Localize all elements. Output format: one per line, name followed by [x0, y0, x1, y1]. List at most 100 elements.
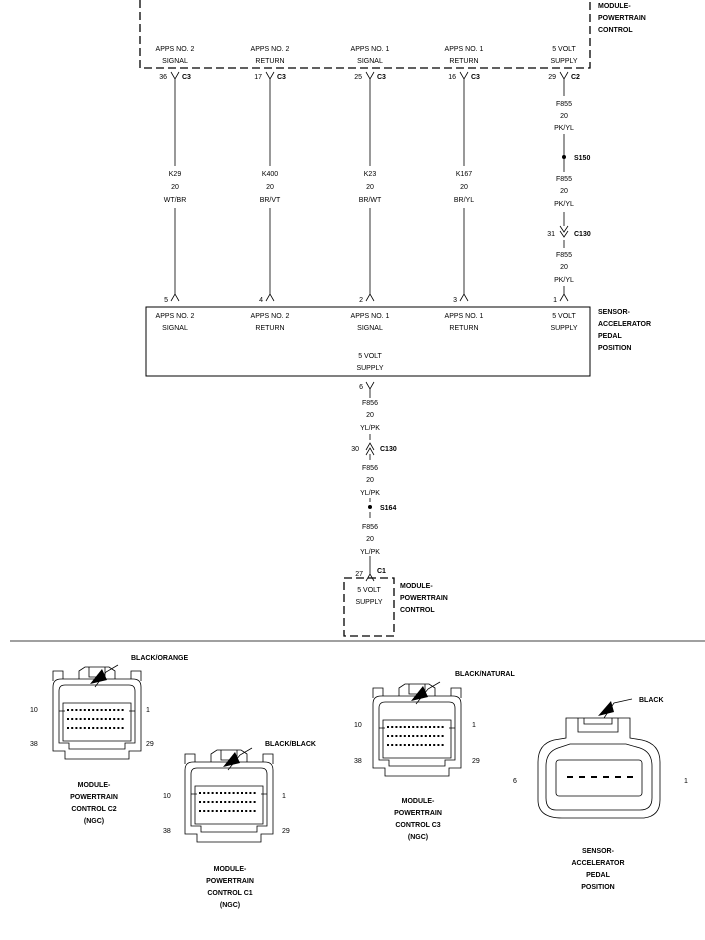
c1-pin-1: 1 [282, 793, 286, 800]
pcm-func-4a: APPS NO. 1 [445, 46, 484, 53]
pcm-top-pins: 36 C3 17 C3 25 C3 16 C3 29 C2 [159, 71, 580, 86]
connector-view-app-sensor: BLACK 6 1 SENSOR- ACCELERATOR PEDAL POSI… [513, 697, 688, 891]
connector-cavity [67, 727, 69, 729]
c1-name-3: CONTROL C1 [207, 890, 252, 897]
connector-cavity [241, 810, 243, 812]
sensor-func-2a: APPS NO. 2 [251, 313, 290, 320]
app-housing [537, 717, 661, 819]
connector-cavity [253, 792, 256, 794]
splice-s164-dot [368, 505, 372, 509]
connector-cavity [113, 727, 116, 729]
sensor-func-2b: RETURN [255, 325, 284, 332]
c1-name-4: (NGC) [220, 902, 240, 909]
connector-cavity [220, 801, 222, 803]
connector-cavity [412, 735, 415, 737]
connector-cavity [420, 735, 423, 737]
wire-k29: K29 20 WT/BR [164, 86, 187, 290]
app-name-3: PEDAL [586, 872, 610, 879]
sensor-pin-6: 6 [359, 384, 363, 391]
connector-cavity [79, 727, 82, 729]
connector-cavity [391, 726, 394, 728]
wire-k29-gauge: 20 [171, 184, 179, 191]
c1-latch-arrow [223, 752, 240, 767]
connector-cavity [92, 727, 95, 729]
wire-k400-gauge: 20 [266, 184, 274, 191]
pcm-func-5a: 5 VOLT [552, 46, 576, 53]
app-pin-6: 6 [513, 778, 517, 785]
connector-cavity [96, 718, 99, 720]
signal-wires: K29 20 WT/BR K400 20 BR/VT K23 20 BR/WT … [164, 86, 474, 290]
connector-cavity [228, 810, 231, 812]
connector-cavity [215, 801, 218, 803]
sensor-supply-a: 5 VOLT [358, 353, 382, 360]
connector-cavity [75, 727, 78, 729]
connector-view-pcm-c2: BLACK/ORANGE 10 1 38 29 MODULE- POWERTRA… [30, 655, 188, 825]
c3-pin-1: 1 [472, 722, 476, 729]
connector-cavity [83, 709, 86, 711]
c3-name-3: CONTROL C3 [395, 822, 440, 829]
pcm-func-2a: APPS NO. 2 [251, 46, 290, 53]
c3-name-1: MODULE- [402, 798, 435, 805]
connector-cavity [224, 801, 227, 803]
connector-cavity [408, 726, 410, 728]
connector-cavity [207, 810, 210, 812]
connector-cavity [92, 709, 95, 711]
c1-color: BLACK/BLACK [265, 741, 316, 748]
c2-latch-arrow [90, 669, 107, 684]
pin-36-num: 36 [159, 74, 167, 81]
connector-cavity [224, 792, 227, 794]
connector-cavity [433, 735, 436, 737]
c2-pin-1: 1 [146, 707, 150, 714]
supply-lower-f856: 6 F856 20 YL/PK 30 C130 F856 20 YL/PK S1… [351, 381, 397, 582]
connector-cavity [424, 735, 427, 737]
connector-cavity [232, 810, 235, 812]
c2-housing [52, 678, 142, 760]
connector-cavity [408, 744, 410, 746]
connector-cavity [241, 792, 243, 794]
connector-cavity [220, 810, 222, 812]
wire-k167-color: BR/YL [454, 197, 474, 204]
pcm-func-3b: SIGNAL [357, 58, 383, 65]
connector-cavity [437, 744, 440, 746]
connector-cavity [203, 801, 206, 803]
inline-c130-lower-pin: 30 [351, 446, 359, 453]
sensor-func-5b: SUPPLY [550, 325, 577, 332]
connector-cavity [121, 709, 124, 711]
f855-a-color: PK/YL [554, 125, 574, 132]
wire-k23: K23 20 BR/WT [359, 86, 382, 290]
c2-color: BLACK/ORANGE [131, 655, 188, 662]
sensor-func-4b: RETURN [449, 325, 478, 332]
connector-cavity [420, 744, 423, 746]
connector-cavity [236, 792, 239, 794]
connector-cavity [403, 744, 406, 746]
app-color: BLACK [639, 697, 664, 704]
sensor-pin-2: 2 [359, 297, 363, 304]
connector-cavity [211, 801, 214, 803]
connector-cavity [104, 727, 107, 729]
connector-cavity [416, 735, 419, 737]
f856-a-color: YL/PK [360, 425, 380, 432]
sensor-func-3b: SIGNAL [357, 325, 383, 332]
c1-pin-29: 29 [282, 828, 290, 835]
wire-k23-color: BR/WT [359, 197, 382, 204]
sensor-pin-1: 1 [553, 297, 557, 304]
connector-cavity [433, 726, 436, 728]
wire-k29-color: WT/BR [164, 197, 187, 204]
connector-cavity [71, 727, 74, 729]
connector-cavity [83, 727, 86, 729]
connector-cavity [100, 709, 103, 711]
sensor-pin-3: 3 [453, 297, 457, 304]
connector-cavity [437, 726, 440, 728]
connector-cavity [109, 718, 111, 720]
connector-view-pcm-c1: BLACK/BLACK 10 1 38 29 MODULE- POWERTRAI… [163, 741, 316, 909]
c3-latch-leader [415, 681, 441, 705]
splice-s150-label: S150 [574, 155, 590, 162]
connector-cavity [121, 727, 124, 729]
pcm-bottom-func-a: 5 VOLT [357, 587, 381, 594]
c2-pin-29: 29 [146, 741, 154, 748]
c3-name-2: POWERTRAIN [394, 810, 442, 817]
f856-b-gauge: 20 [366, 477, 374, 484]
connector-cavity [203, 792, 206, 794]
connector-cavity [96, 709, 99, 711]
